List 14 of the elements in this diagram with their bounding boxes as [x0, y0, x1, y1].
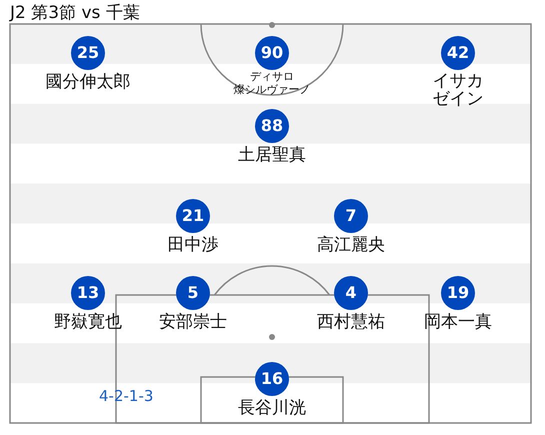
player-name: ディサロ燦シルヴァーノ: [232, 70, 312, 96]
player-number: 16: [255, 362, 289, 396]
player-name: 岡本一真: [423, 312, 493, 332]
player-name: イサカゼイン: [432, 72, 484, 108]
player-name: 高江麗央: [316, 235, 386, 255]
player-name: 土居聖真: [237, 145, 307, 165]
player-name: 安部崇士: [158, 312, 228, 332]
player-name: 長谷川洸: [237, 398, 307, 418]
player-name: 西村慧祐: [316, 312, 386, 332]
formation-label: 4-2-1-3: [99, 387, 154, 406]
player-name: 田中渉: [166, 235, 220, 255]
player-name: 國分伸太郎: [44, 72, 132, 92]
page-title: J2 第3節 vs 千葉: [10, 3, 140, 24]
player-name: 野嶽寛也: [53, 312, 123, 332]
